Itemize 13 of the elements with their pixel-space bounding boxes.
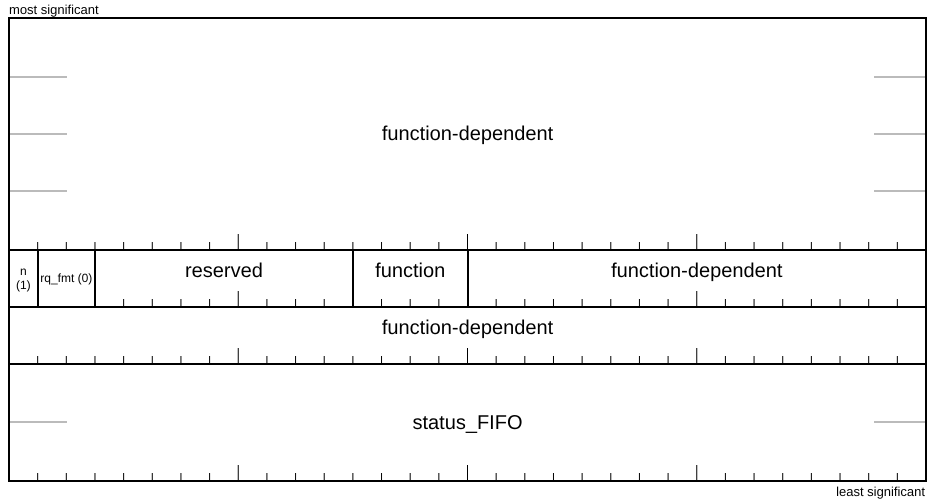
field-cell (8, 17, 927, 251)
field-name: status_FIFO (412, 412, 523, 434)
field-name: rq_fmt (0) (40, 272, 92, 286)
field-name: function (375, 260, 446, 282)
field-name: n (1) (14, 264, 32, 292)
significance-label: least significant (836, 484, 925, 499)
field-cell (8, 363, 927, 482)
field-name: function-dependent (382, 316, 554, 338)
field-name: function-dependent (382, 123, 554, 145)
field-name: reserved (185, 260, 263, 282)
significance-label: most significant (9, 2, 99, 17)
field-name: function-dependent (611, 260, 782, 282)
field-cell (8, 306, 927, 365)
